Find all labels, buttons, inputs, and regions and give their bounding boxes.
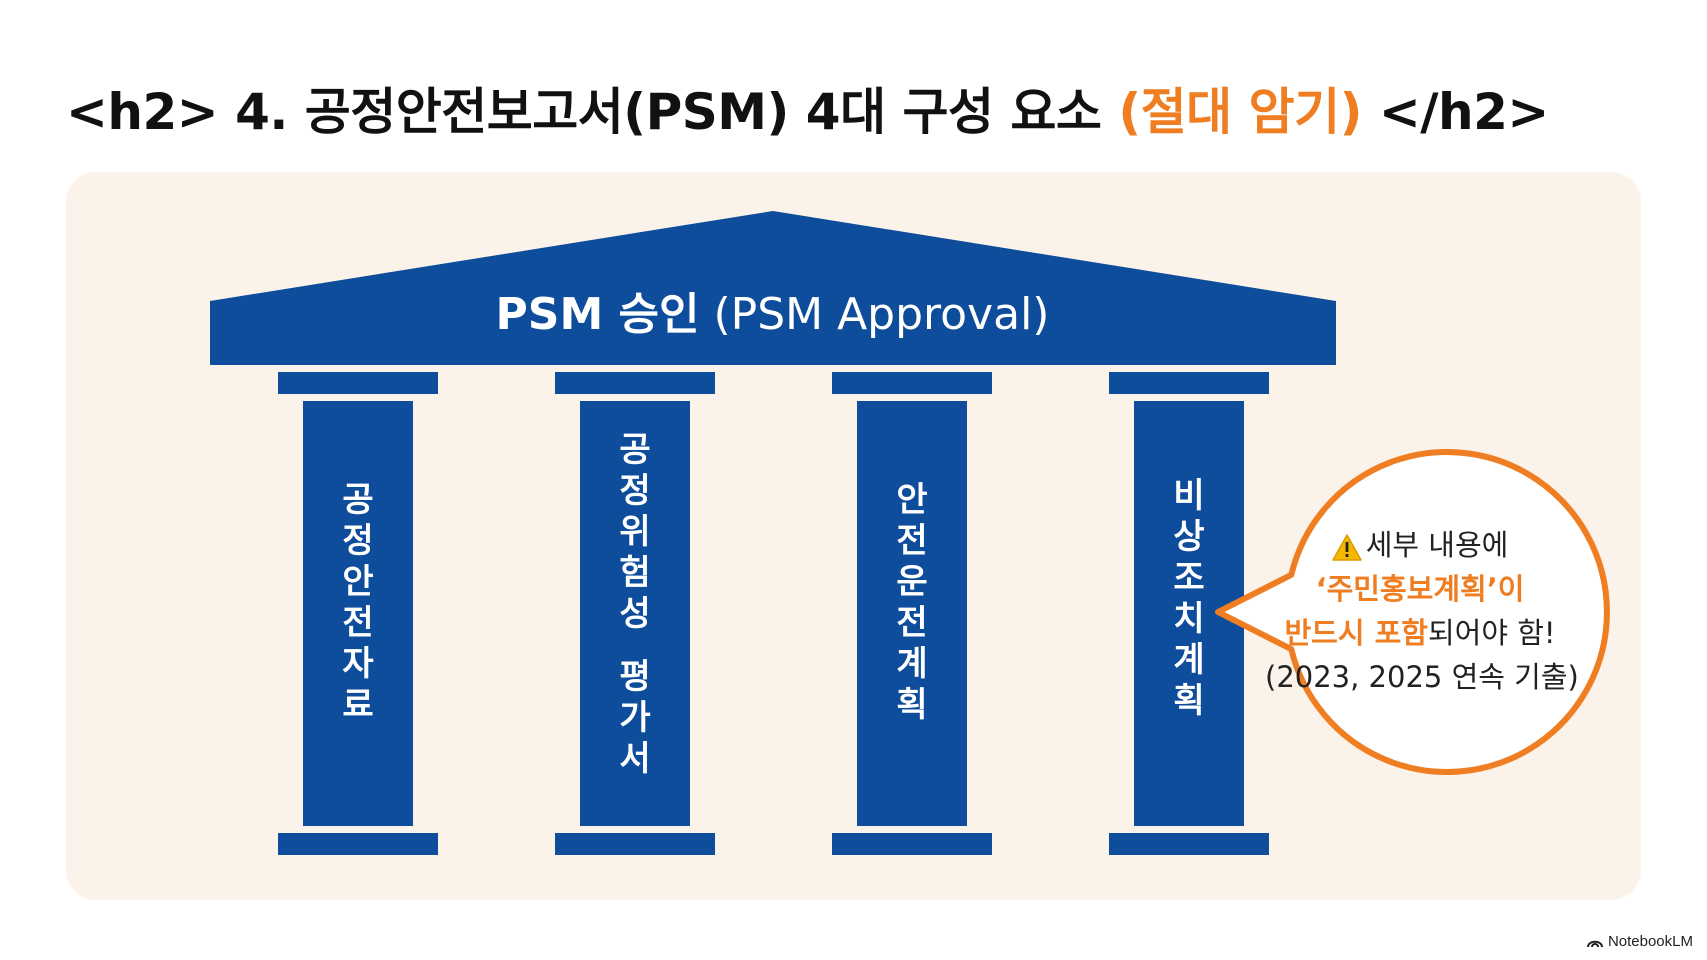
roof-label-rest: (PSM Approval) (699, 289, 1050, 340)
pillar-label-char: 안 (342, 562, 374, 602)
callout-text: 세부 내용에 ‘주민홍보계획’이 반드시 포함되어야 함! (2023, 202… (1265, 523, 1579, 699)
warning-icon (1331, 533, 1362, 561)
callout-bubble (1215, 449, 1610, 775)
title-prefix: <h2> 4. 공정안전보고서(PSM) 4대 구성 요소 (66, 83, 1119, 141)
pillar-2 (555, 372, 715, 855)
pillar-label-char: 비 (1173, 476, 1205, 516)
page-title: <h2> 4. 공정안전보고서(PSM) 4대 구성 요소 (절대 암기) </… (66, 72, 1549, 144)
pillar-label-char: 획 (896, 685, 928, 725)
pillar-label-char: 공 (342, 480, 374, 520)
pillar-label-char: 자 (342, 644, 374, 684)
pillar-label-char: 획 (1173, 681, 1205, 721)
brand-name: NotebookLM (1607, 933, 1693, 950)
pillar-label-char: 전 (342, 603, 374, 643)
pillar-label-char: 공 (619, 430, 651, 470)
roof-label-strong: PSM 승인 (495, 289, 700, 340)
pillar-label-char: 계 (1173, 640, 1205, 680)
pillar-label-char: 전 (896, 603, 928, 643)
pillar-label-char: 전 (896, 521, 928, 561)
title-accent: (절대 암기) (1118, 83, 1362, 141)
pillar-label-char: 계 (896, 644, 928, 684)
pillar-1 (278, 372, 438, 855)
pillar-label-char: 가 (619, 698, 651, 738)
title-suffix: </h2> (1361, 83, 1549, 141)
callout-line-3-strong: 반드시 포함 (1284, 616, 1428, 650)
pillar-label-char: 료 (342, 685, 374, 725)
roof-label: PSM 승인 (PSM Approval) (210, 278, 1335, 342)
pillar-label-char: 치 (1173, 599, 1205, 639)
pillar-label-char: 평 (619, 657, 651, 697)
callout-line-1: 세부 내용에 (1265, 523, 1575, 567)
pillar-3 (832, 372, 992, 855)
pillar-label-char: 조 (1173, 558, 1205, 598)
notebooklm-logo-icon (1586, 940, 1603, 947)
pillar-label-char: 운 (896, 562, 928, 602)
callout-line-2: ‘주민홍보계획’이 (1315, 572, 1525, 606)
pillar-label-char: 서 (619, 739, 651, 779)
callout-line-4: (2023, 2025 연속 기출) (1265, 660, 1579, 694)
callout-line-3: 반드시 포함되어야 함! (1265, 611, 1575, 655)
pillar-label-char: 위 (619, 512, 651, 552)
callout-line-1-text: 세부 내용에 (1365, 528, 1509, 562)
callout-line-3-rest: 되어야 함! (1427, 616, 1556, 650)
pillar-label-char: 성 (619, 594, 651, 634)
pillar-label-char: 상 (1173, 517, 1205, 557)
pillar-label-char: 정 (342, 521, 374, 561)
pillar-label-char: 정 (619, 471, 651, 511)
pillar-label-char: 안 (896, 480, 928, 520)
roof-pediment (210, 211, 1336, 365)
pillar-label-char: 험 (619, 553, 651, 593)
brand-mark: NotebookLM (1586, 933, 1693, 950)
